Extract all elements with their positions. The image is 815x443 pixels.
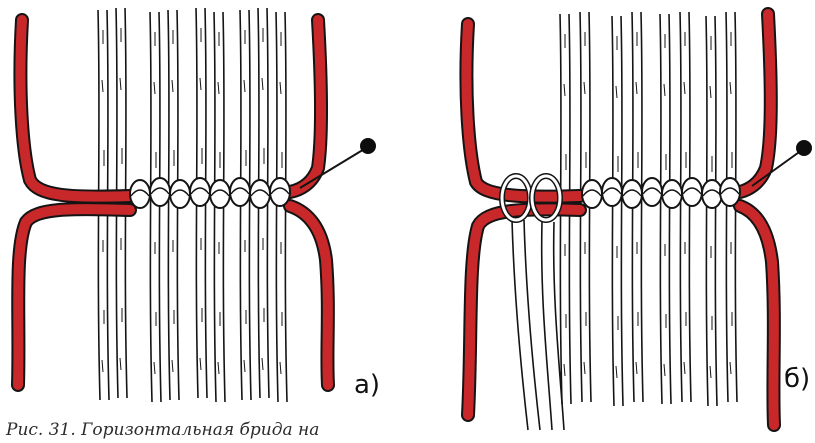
panel-a-knot-row <box>130 178 290 208</box>
panel-a-left-red-cord <box>18 20 130 385</box>
panel-b-label: б) <box>784 366 810 392</box>
panel-a-drawing <box>18 8 376 402</box>
panel-a-pin <box>300 138 376 188</box>
figure-caption: Рис. 31. Горизонтальная брида на <box>6 420 319 440</box>
panel-a-right-red-cord <box>290 20 328 385</box>
panel-a-label: а) <box>354 372 380 398</box>
panel-b-right-red-cord <box>740 14 774 425</box>
panel-b-drawing <box>466 12 812 430</box>
panel-b-working-strands <box>512 220 564 430</box>
